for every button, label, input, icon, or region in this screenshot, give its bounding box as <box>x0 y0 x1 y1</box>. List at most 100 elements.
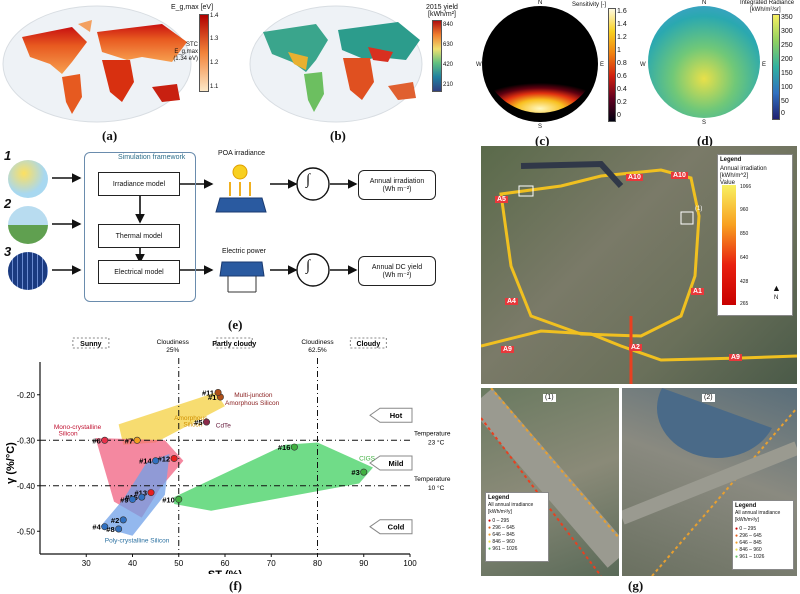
caption-g: (g) <box>628 578 644 593</box>
label-cold: Cold <box>388 523 405 532</box>
cbar-c-tick-7: 0.2 <box>617 99 627 106</box>
cbar-b-tick-2: 420 <box>443 62 454 68</box>
label-cold-arrow <box>369 519 413 535</box>
panel-f: 30405060708090100-0.20-0.30-0.40-0.50ST … <box>0 334 478 592</box>
irradiance-model-box: Irradiance model <box>98 172 180 196</box>
stc-label-2: (1.34 eV) <box>173 56 198 62</box>
temp-23-label: Temperature <box>414 430 451 437</box>
data-point-label: #9 <box>120 495 128 504</box>
x-tick-label: 30 <box>82 559 91 568</box>
sky-sensitivity-plot <box>482 6 598 122</box>
sky-radiance-plot <box>648 6 760 118</box>
y-tick-label: -0.40 <box>17 482 36 491</box>
temp-10-value: 10 °C <box>428 484 445 492</box>
data-point <box>101 523 109 531</box>
cbar-c-tick-0: 1.6 <box>617 8 627 15</box>
temp-10-label: Temperature <box>414 476 451 483</box>
road-label-a10-2: A10 <box>671 172 688 179</box>
data-point-label: #5 <box>194 418 202 427</box>
x-tick-label: 70 <box>267 559 276 568</box>
sky-d-n: N <box>702 0 707 6</box>
x-tick-label: 60 <box>221 559 230 568</box>
cbar-c-tick-4: 0.8 <box>617 60 627 67</box>
road-label-a4: A4 <box>505 298 518 305</box>
cbar-c-tick-1: 1.4 <box>617 21 627 28</box>
colorbar-a <box>199 14 209 92</box>
data-point-label: #13 <box>134 489 147 498</box>
cbar-c-tick-3: 1 <box>617 47 621 54</box>
cbar-a-tick-1: 1.3 <box>210 36 219 42</box>
caption-a: (a) <box>102 128 118 143</box>
y-tick-label: -0.50 <box>17 527 36 536</box>
cbar-a-tick-3: 1.1 <box>210 84 219 90</box>
sub2-legend: Legend All annual irradiance [kWh/m²/y] … <box>732 500 794 570</box>
caption-e: (e) <box>228 317 243 332</box>
label-amorphous-2: Silicon <box>183 422 203 429</box>
marker-1: (1) <box>695 206 703 212</box>
x-tick-label: 100 <box>403 559 417 568</box>
label-poly: Poly-crystalline Silicon <box>105 538 170 545</box>
panel-g-main-map: A10 A10 A5 A4 A1 A9 A2 A9 (1) Legend Ann… <box>481 146 797 384</box>
x-tick-label: 80 <box>313 559 322 568</box>
x-tick-label: 50 <box>174 559 183 568</box>
x-tick-label: 90 <box>359 559 368 568</box>
label-partly-cloudy-box <box>215 337 253 349</box>
label-hot-arrow <box>369 407 413 423</box>
cbar-a-tick-0: 1.4 <box>210 13 219 19</box>
integral-sign-2: ∫ <box>306 258 311 274</box>
world-map-yield <box>249 5 423 123</box>
pv-temperature-chart: 30405060708090100-0.20-0.30-0.40-0.50ST … <box>5 337 451 581</box>
main-legend: Legend Annual irradiation [kWh/m^2] Valu… <box>717 154 793 316</box>
data-point <box>147 489 155 497</box>
cbar-d-tick-2: 250 <box>781 42 793 49</box>
sub1-legend: Legend All annual irradiance [kWh/m²/y] … <box>485 492 549 562</box>
label-multijunction-2: Amorphous Silicon <box>225 400 280 407</box>
colorbar-b-unit: [kWh/m²] <box>428 11 456 18</box>
data-point-label: #10 <box>162 495 175 504</box>
data-point <box>290 443 298 451</box>
data-point-label: #3 <box>351 468 359 477</box>
label-cloudy-box <box>349 337 387 349</box>
cbar-d-tick-7: 0 <box>781 110 785 117</box>
road-label-a10-1: A10 <box>626 174 643 181</box>
data-point <box>214 388 222 396</box>
annual-dc-yield-box: Annual DC yield(Wh m⁻²) <box>358 256 436 286</box>
data-point <box>129 495 137 503</box>
data-point <box>170 454 178 462</box>
label-mild-arrow <box>369 455 413 471</box>
label-sunny: Sunny <box>80 341 101 348</box>
label-mono-1: Mono-crystalline <box>54 424 102 431</box>
solar-cell-icon <box>8 252 48 290</box>
data-point-label: #4 <box>92 523 101 532</box>
cbar-c-tick-5: 0.6 <box>617 73 627 80</box>
y-tick-label: -0.30 <box>17 436 36 445</box>
cbar-d-tick-0: 350 <box>781 14 793 21</box>
colorbar-b <box>432 20 442 92</box>
label-hot: Hot <box>390 411 403 420</box>
colorbar-a-label: E_g,max [eV] <box>171 4 214 11</box>
label-mono-2: Silicon <box>59 431 79 438</box>
data-point-label: #2 <box>111 516 119 525</box>
framework-title: Simulation framework <box>118 154 186 161</box>
road-label-a2: A2 <box>629 344 642 351</box>
data-point-label: #8 <box>106 525 114 534</box>
data-point <box>203 418 211 426</box>
cbar-d-tick-1: 300 <box>781 28 793 35</box>
panel-c: Sensitivity [-] N S W E 1.6 1.4 1.2 1 0.… <box>472 0 632 135</box>
data-point <box>101 436 109 444</box>
caption-c: (c) <box>535 133 550 148</box>
electric-power-label: Electric power <box>222 248 266 255</box>
caption-d: (d) <box>697 133 713 148</box>
label-multijunction-1: Multi-junction <box>234 392 273 399</box>
integral-sign-1: ∫ <box>306 172 311 188</box>
cloudiness-25-value: 25% <box>166 347 179 354</box>
region-amorphous <box>118 392 225 445</box>
data-point <box>175 495 183 503</box>
cbar-c-tick-6: 0.4 <box>617 86 627 93</box>
colorbar-b-title: 2015 yield <box>426 4 458 11</box>
panel-e: 1 2 3 Simulation framework Irradiance mo… <box>0 146 476 322</box>
cbar-c-tick-2: 1.2 <box>617 34 627 41</box>
annual-irradiation-box: Annual irradiation(Wh m⁻²) <box>358 170 436 200</box>
data-point <box>133 436 141 444</box>
label-cigs: CIGS <box>359 456 376 463</box>
